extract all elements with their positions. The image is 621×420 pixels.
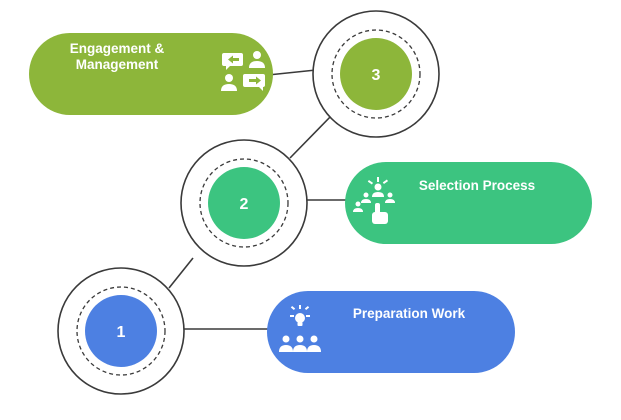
- stage-3-title-line-1: Engagement &: [69, 41, 165, 56]
- stage-2-title: Selection Process: [418, 178, 536, 193]
- stage-3-card: [29, 33, 273, 115]
- stage-3-node: [312, 10, 440, 138]
- connector-1-2: [168, 257, 194, 289]
- stage-2-number: 2: [240, 196, 249, 213]
- stage-2-card: [345, 162, 592, 244]
- candidate-selection-icon: [353, 177, 395, 224]
- stage-1-node: [57, 267, 185, 395]
- connector-2-3: [289, 113, 334, 159]
- stage-3-title: Engagement & Management: [52, 41, 182, 73]
- stage-1-card: [267, 291, 515, 373]
- stage-3-number: 3: [372, 67, 381, 84]
- stage-3-title-line-2: Management: [75, 57, 159, 72]
- conversation-icon: [221, 51, 265, 91]
- connector-3-card: [267, 69, 317, 76]
- stage-1-number: 1: [117, 324, 126, 341]
- stage-1-title: Preparation Work: [352, 306, 466, 321]
- stage-2-node: [180, 139, 308, 267]
- idea-team-icon: [279, 305, 321, 352]
